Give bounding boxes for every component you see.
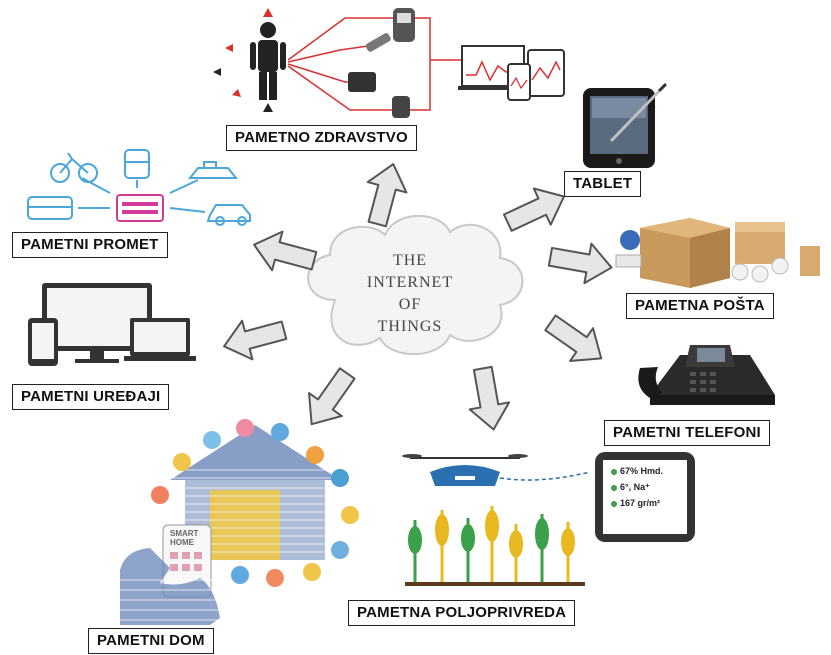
- label-mail: PAMETNA POŠTA: [626, 293, 774, 319]
- label-phones: PAMETNI TELEFONI: [604, 420, 770, 446]
- agri-reading-2: 6°, Na⁺: [620, 482, 650, 492]
- home-house: [170, 425, 340, 560]
- label-health: PAMETNO ZDRAVSTVO: [226, 125, 417, 151]
- home-device-icons: [151, 419, 359, 587]
- agriculture-illustration: [402, 452, 695, 586]
- arrow-to-tablet: [498, 177, 574, 242]
- arrow-to-devices: [217, 309, 291, 367]
- traffic-illustration: [27, 149, 251, 226]
- cloud-title: THE INTERNET OF THINGS: [340, 250, 480, 338]
- label-home: PAMETNI DOM: [88, 628, 214, 654]
- cloud-line-4: THINGS: [377, 318, 443, 335]
- health-illustration: [213, 8, 565, 118]
- phone-illustration: [638, 345, 775, 405]
- arrow-to-agriculture: [462, 363, 515, 434]
- label-agriculture: PAMETNA POLJOPRIVREDA: [348, 600, 576, 626]
- home-hand-phone: [120, 524, 230, 625]
- label-traffic: PAMETNI PROMET: [12, 232, 168, 258]
- home-illustration: [120, 419, 359, 625]
- iot-cloud: [307, 214, 524, 356]
- cloud-line-2: INTERNET: [366, 274, 454, 291]
- home-screen-text: SMART HOME: [170, 529, 198, 547]
- home-screen-line-2: HOME: [170, 538, 194, 547]
- label-devices: PAMETNI UREĐAJI: [12, 384, 170, 410]
- devices-illustration: [28, 283, 196, 366]
- agri-reading-1: 67% Hmd.: [620, 466, 664, 476]
- arrow-to-mail: [545, 236, 616, 289]
- label-tablet: TABLET: [564, 171, 642, 197]
- tablet-illustration: [583, 83, 667, 168]
- cloud-line-1: THE: [392, 252, 428, 269]
- home-screen-line-1: SMART: [170, 529, 199, 538]
- arrow-to-home: [294, 360, 365, 437]
- mail-illustration: [615, 218, 820, 288]
- traffic-hub: [116, 194, 164, 222]
- cloud-line-3: OF: [398, 296, 422, 313]
- arrow-to-phones: [537, 305, 614, 376]
- agri-reading-3: 167 gr/m²: [620, 498, 661, 508]
